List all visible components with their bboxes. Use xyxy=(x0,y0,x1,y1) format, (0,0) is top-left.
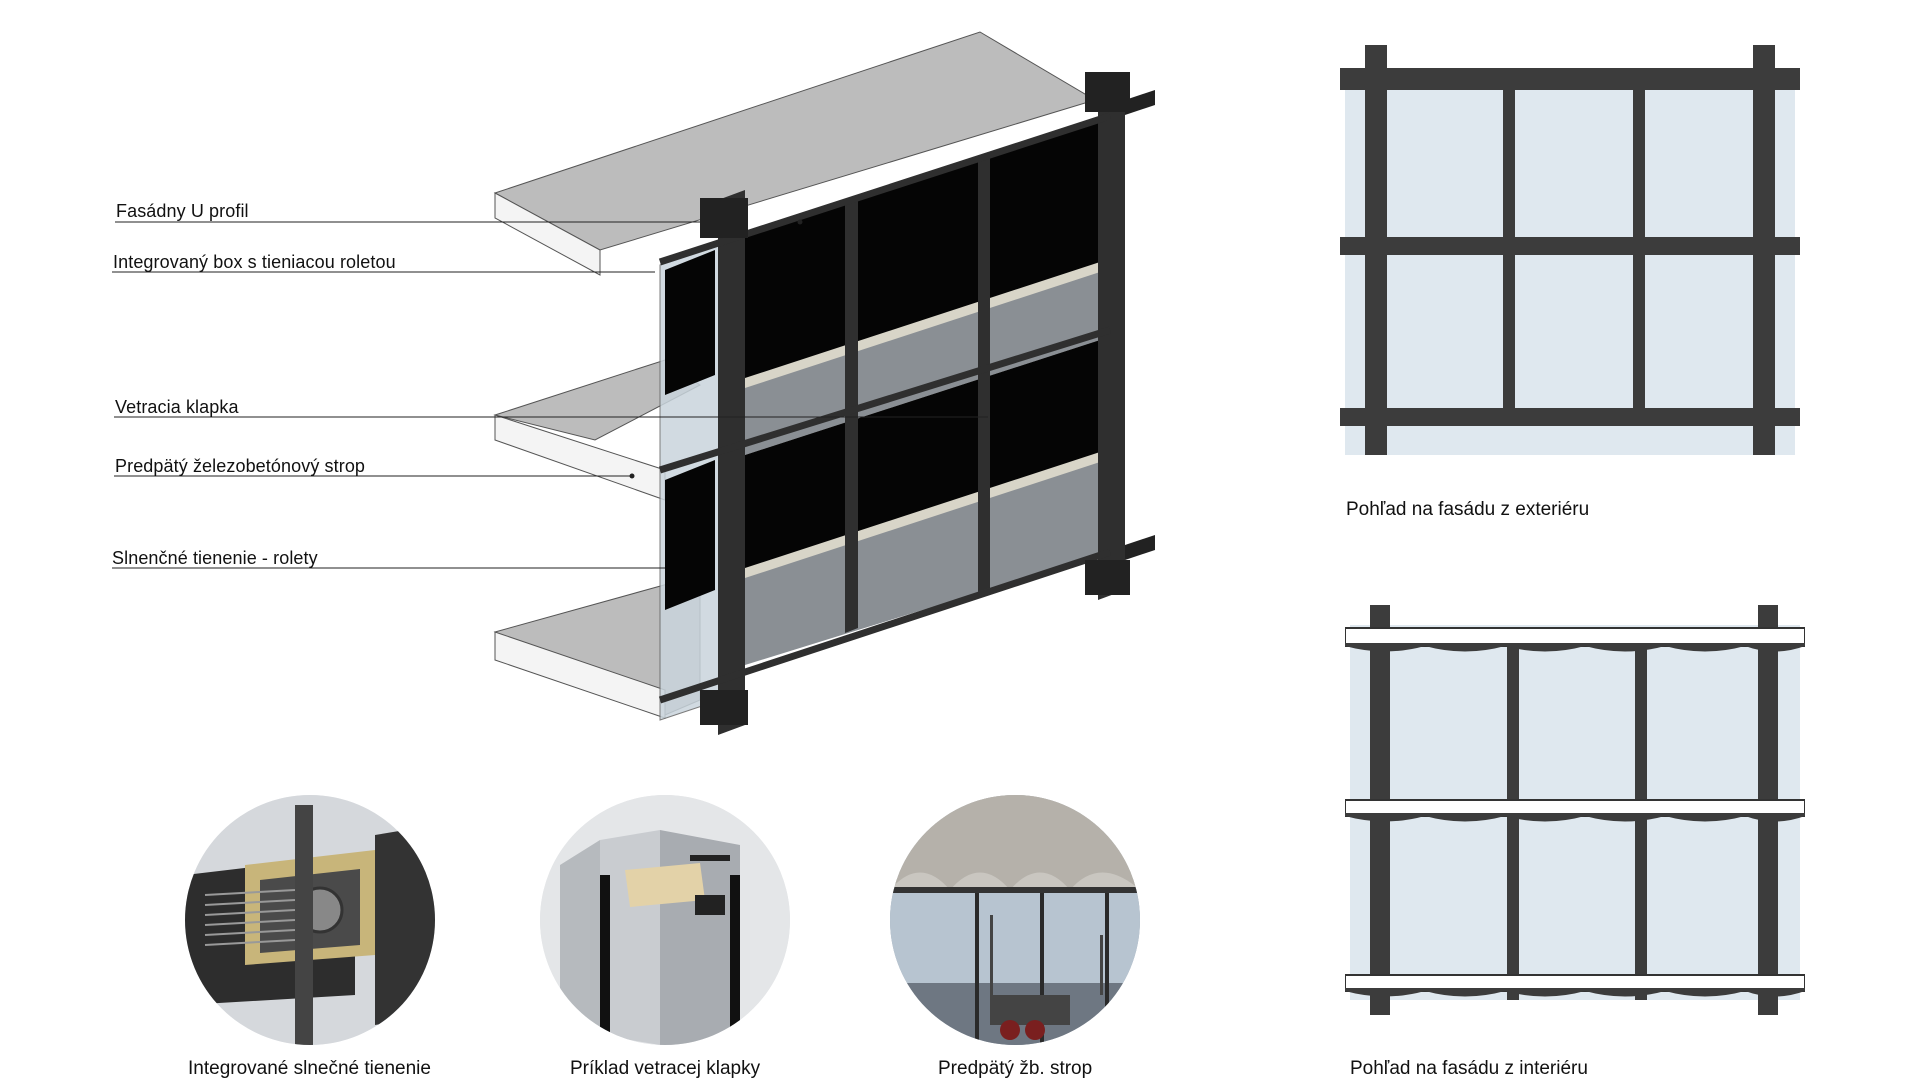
label-concrete-slab: Predpätý železobetónový strop xyxy=(115,456,366,476)
label-u-profile: Fasádny U profil xyxy=(116,201,249,221)
label-sun-shading: Slnenčné tienenie - rolety xyxy=(112,548,318,568)
bottom-slab xyxy=(493,574,701,719)
label-vent-flap: Vetracia klapka xyxy=(115,397,239,417)
caption-concrete-slab: Predpätý žb. strop xyxy=(938,1058,1093,1079)
exterior-elevation xyxy=(1340,45,1800,455)
detail-vent-flap-image xyxy=(540,795,790,1045)
interior-elevation xyxy=(1345,605,1805,1015)
caption-sun-shading: Integrované slnečné tienenie xyxy=(188,1058,431,1079)
caption-vent-flap: Príklad vetracej klapky xyxy=(570,1058,761,1079)
facade-panels xyxy=(745,120,1100,665)
top-slab xyxy=(493,31,1097,276)
label-roller-box: Integrovaný box s tieniacou roletou xyxy=(113,252,396,272)
caption-interior-view: Pohľad na fasádu z interiéru xyxy=(1350,1058,1588,1079)
facade-mullions xyxy=(718,100,1125,735)
detail-concrete-slab-image xyxy=(890,795,1140,1045)
detail-sun-shading-image xyxy=(185,795,435,1045)
caption-exterior-view: Pohľad na fasádu z exteriéru xyxy=(1346,499,1590,520)
